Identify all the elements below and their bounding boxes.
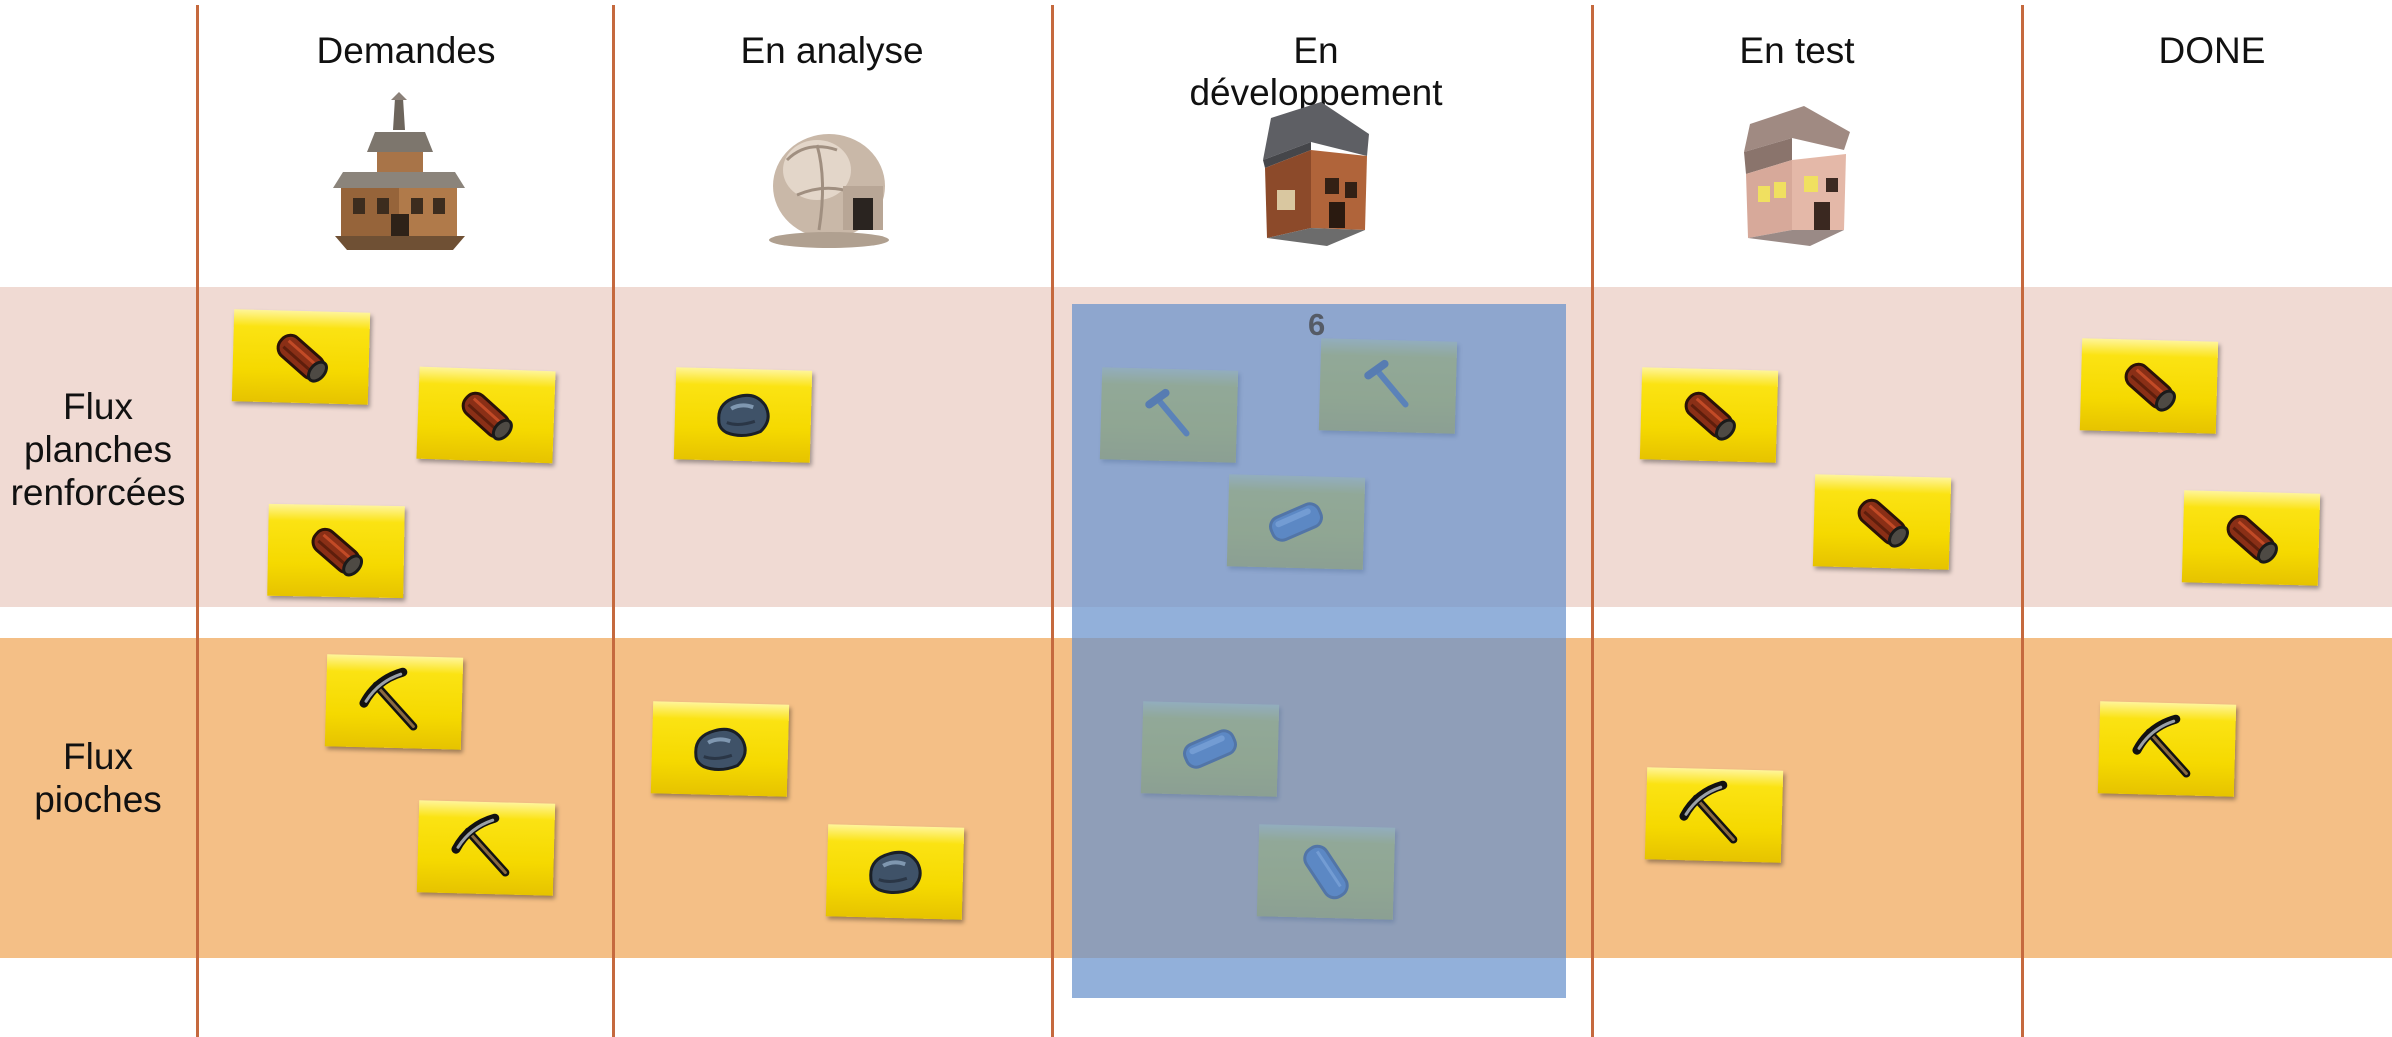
card-pickaxe[interactable] bbox=[416, 800, 556, 896]
card-log[interactable] bbox=[2181, 490, 2321, 586]
column-title-done: DONE bbox=[2158, 30, 2266, 71]
card-log[interactable] bbox=[416, 366, 556, 464]
log-icon bbox=[1841, 481, 1923, 563]
development-wip-area bbox=[1072, 304, 1566, 998]
pickaxe-icon bbox=[445, 807, 527, 889]
card-pickaxe[interactable] bbox=[1644, 767, 1784, 863]
lane-label-line: planches bbox=[23, 429, 173, 470]
column-title-demandes: Demandes bbox=[316, 30, 496, 71]
card-ore[interactable] bbox=[673, 367, 813, 463]
pink-house-icon bbox=[1744, 106, 1850, 246]
lane-label-line: Flux bbox=[63, 736, 133, 777]
lane-label-planches: Flux planches renforcées bbox=[0, 385, 196, 514]
lane-label-pioches: Flux pioches bbox=[0, 735, 196, 821]
column-divider bbox=[612, 5, 615, 1037]
ore-icon bbox=[854, 831, 936, 913]
log-icon bbox=[2210, 497, 2292, 579]
saloon-building-icon bbox=[333, 92, 465, 250]
card-log[interactable] bbox=[231, 309, 371, 405]
column-divider bbox=[1591, 5, 1594, 1037]
ore-icon bbox=[702, 374, 784, 456]
lane-label-line: renforcées bbox=[10, 472, 186, 513]
card-pickaxe[interactable] bbox=[2097, 701, 2237, 797]
column-title-en-test: En test bbox=[1739, 30, 1855, 71]
column-title-en-analyse: En analyse bbox=[740, 30, 924, 71]
log-icon bbox=[2108, 345, 2190, 427]
card-pickaxe[interactable] bbox=[324, 654, 464, 750]
wood-house-icon bbox=[1263, 102, 1369, 246]
log-icon bbox=[295, 510, 376, 591]
card-ore[interactable] bbox=[825, 824, 965, 920]
card-log[interactable] bbox=[1812, 474, 1952, 570]
log-icon bbox=[445, 374, 528, 457]
column-divider bbox=[2021, 5, 2024, 1037]
ore-icon bbox=[679, 708, 761, 790]
lane-label-line: Flux bbox=[63, 386, 133, 427]
column-divider bbox=[196, 5, 199, 1037]
card-ore[interactable] bbox=[650, 701, 790, 797]
stone-hut-icon bbox=[769, 134, 889, 248]
lane-label-line: pioches bbox=[34, 779, 162, 820]
column-divider bbox=[1051, 5, 1054, 1037]
card-log[interactable] bbox=[2079, 338, 2219, 434]
pickaxe-icon bbox=[2126, 708, 2208, 790]
wip-limit: 6 bbox=[1308, 307, 1326, 342]
card-log[interactable] bbox=[1639, 367, 1779, 463]
card-log[interactable] bbox=[267, 503, 405, 599]
log-icon bbox=[260, 316, 342, 398]
pickaxe-icon bbox=[353, 661, 435, 743]
log-icon bbox=[1668, 374, 1750, 456]
pickaxe-icon bbox=[1673, 774, 1755, 856]
